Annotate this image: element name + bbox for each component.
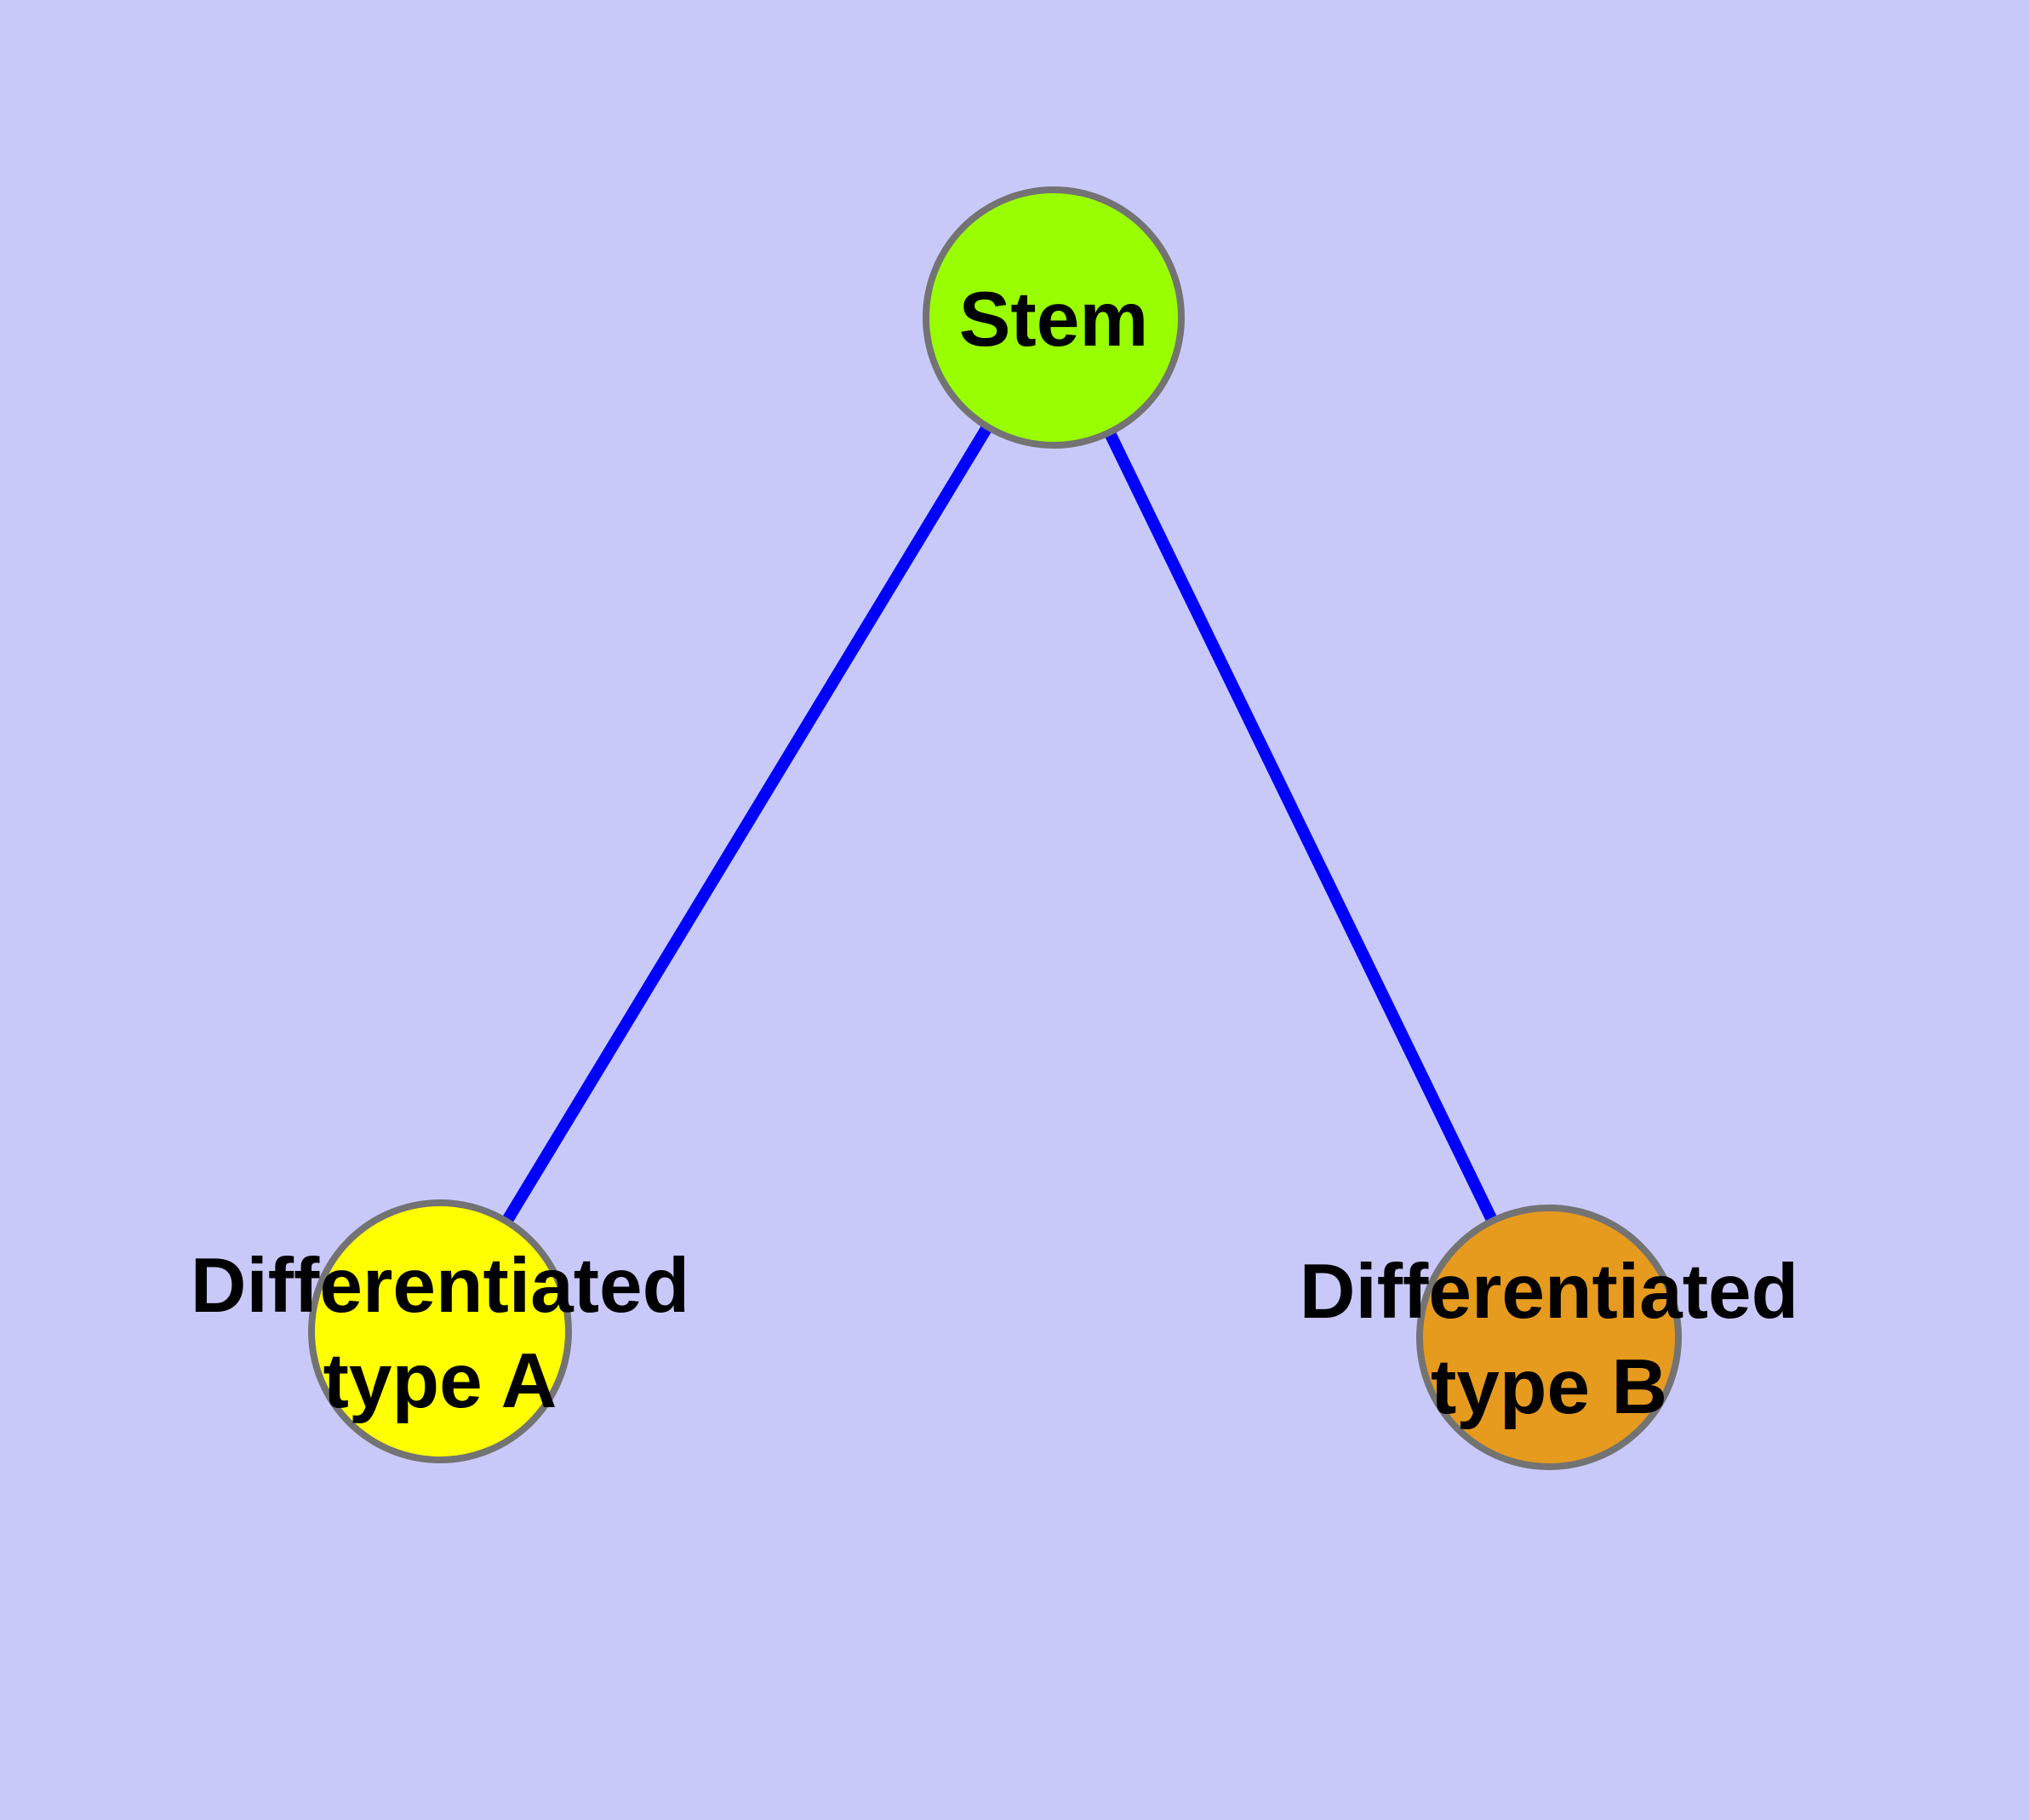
node-label-line: Differentiated [1300, 1249, 1799, 1335]
node-label-line: Differentiated [191, 1243, 690, 1329]
node-circle-differentiated-type-a [308, 1199, 572, 1463]
node-label-line: Stem [959, 277, 1149, 363]
node-circle-differentiated-type-b [1416, 1205, 1682, 1470]
node-circle-stem [923, 186, 1185, 449]
node-label-line: type A [323, 1338, 557, 1424]
node-differentiated-type-b: Differentiated type B [1300, 1205, 1799, 1470]
node-differentiated-type-a: Differentiated type A [191, 1199, 690, 1463]
node-label-differentiated-type-a: Differentiated type A [191, 1243, 690, 1424]
edge-stem-to-differentiated-type-b [1048, 314, 1555, 1341]
node-label-differentiated-type-b: Differentiated type B [1300, 1249, 1799, 1430]
edge-stem-to-differentiated-type-a [435, 314, 1059, 1335]
node-label-line: type B [1431, 1344, 1667, 1430]
node-label-stem: Stem [959, 277, 1149, 363]
node-stem: Stem [923, 186, 1185, 449]
edges-layer [435, 314, 1555, 1341]
